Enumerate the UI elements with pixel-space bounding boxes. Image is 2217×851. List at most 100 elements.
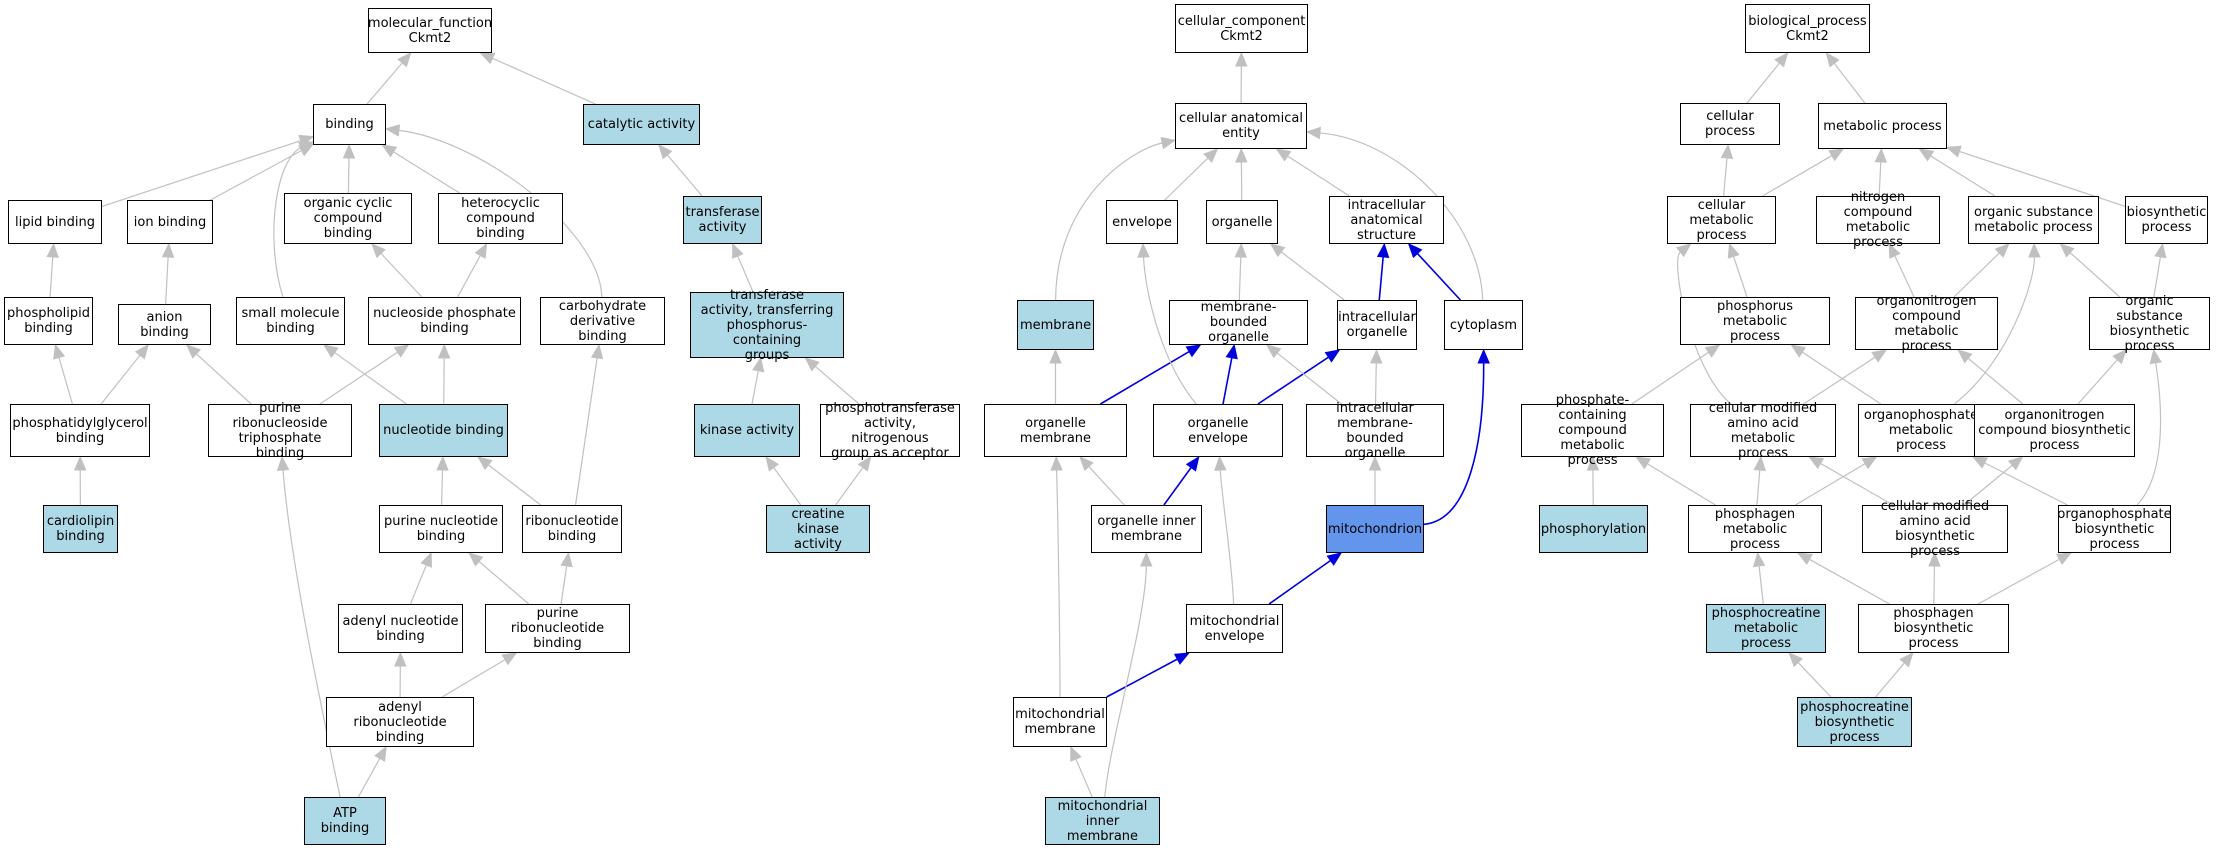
edge-org-subst-biosyn-to-org-subst-metab	[2059, 243, 2121, 298]
go-term-cell-anat[interactable]: cellular anatomical entity	[1175, 103, 1307, 149]
go-term-catalytic[interactable]: catalytic activity	[583, 104, 700, 145]
go-term-purine-nuc[interactable]: purine nucleotide binding	[379, 505, 503, 553]
go-term-organelle[interactable]: organelle	[1206, 200, 1278, 244]
go-term-ion-binding[interactable]: ion binding	[127, 200, 213, 244]
go-term-nitrogen-cmp[interactable]: nitrogen compound metabolic process	[1816, 190, 1940, 250]
go-term-intra-org[interactable]: intracellular organelle	[1337, 300, 1417, 350]
go-term-purine-ribonuc[interactable]: purine ribonucleotide binding	[485, 604, 630, 653]
go-term-creatine-kinase[interactable]: creatine kinase activity	[766, 505, 870, 553]
go-term-bp-root[interactable]: biological_process Ckmt2	[1745, 4, 1870, 53]
go-term-phosphotransferase[interactable]: phosphotransferase activity, nitrogenous…	[820, 401, 960, 461]
edge-org-cyclic-to-binding	[342, 143, 356, 194]
edge-phosphocreatine-biosyn-to-phosphagen-biosyn	[1875, 652, 1914, 698]
go-term-cell-mod-aa-metab[interactable]: cellular modified amino acid metabolic p…	[1690, 401, 1836, 461]
edge-cell-metab-to-metab-process	[1762, 148, 1845, 197]
edge-organelle-to-cell-anat	[1235, 147, 1248, 201]
go-term-phosphagen-metab[interactable]: phosphagen metabolic process	[1688, 505, 1822, 553]
edge-org-envelope-to-mem-bound-org	[1222, 343, 1238, 405]
edge-intra-org-to-organelle	[1269, 243, 1345, 301]
go-term-kinase[interactable]: kinase activity	[694, 404, 800, 457]
go-term-org-membrane[interactable]: organelle membrane	[984, 404, 1127, 457]
go-term-label: membrane-bounded organelle	[1200, 300, 1277, 345]
go-term-phosphocreatine-metab[interactable]: phosphocreatine metabolic process	[1706, 604, 1826, 653]
go-term-cell-metab[interactable]: cellular metabolic process	[1667, 196, 1776, 244]
go-term-transf-phos[interactable]: transferase activity, transferring phosp…	[690, 288, 844, 363]
edge-atp-to-pur-ribonucleoside-tp	[276, 455, 341, 798]
edge-anion-to-ion-binding	[161, 242, 175, 305]
go-term-ribonucleotide[interactable]: ribonucleotide binding	[522, 505, 622, 553]
go-term-label: carbohydrate derivative binding	[558, 298, 647, 344]
go-term-label: biological_process Ckmt2	[1748, 13, 1867, 44]
go-term-intra-mem-bound[interactable]: intracellular membrane-bounded organelle	[1306, 401, 1444, 461]
go-term-cytoplasm[interactable]: cytoplasm	[1444, 300, 1523, 350]
go-term-organophos-biosyn[interactable]: organophosphate biosynthetic process	[2057, 505, 2172, 553]
go-term-atp[interactable]: ATP binding	[304, 797, 386, 845]
go-term-label: organonitrogen compound metabolic proces…	[1876, 293, 1977, 354]
go-term-label: ribonucleotide binding	[525, 514, 619, 544]
go-term-cell-mod-aa-biosyn[interactable]: cellular modified amino acid biosyntheti…	[1862, 499, 2008, 559]
go-term-label: purine nucleotide binding	[384, 514, 498, 544]
edge-transf-phos-to-transferase	[732, 242, 754, 293]
go-term-label: transferase activity, transferring phosp…	[700, 287, 834, 363]
go-term-cardiolipin[interactable]: cardiolipin binding	[43, 505, 118, 553]
go-term-membrane[interactable]: membrane	[1017, 300, 1094, 350]
go-term-anion[interactable]: anion binding	[118, 304, 211, 345]
go-term-envelope[interactable]: envelope	[1106, 200, 1178, 244]
go-term-label: intracellular membrane-bounded organelle	[1336, 400, 1414, 461]
go-term-org-inner-mem[interactable]: organelle inner membrane	[1091, 505, 1202, 553]
go-term-label: nucleotide binding	[383, 423, 504, 438]
go-term-lipid-binding[interactable]: lipid binding	[8, 200, 102, 244]
edge-organophos-metab-to-phosphorus-metab	[1790, 344, 1882, 405]
go-term-phosphorylation[interactable]: phosphorylation	[1539, 505, 1648, 553]
go-term-label: intracellular anatomical structure	[1347, 197, 1426, 243]
go-term-organonitrogen-biosyn[interactable]: organonitrogen compound biosynthetic pro…	[1974, 404, 2135, 457]
go-term-mito-membrane[interactable]: mitochondrial membrane	[1013, 697, 1107, 747]
go-term-organophos-metab[interactable]: organophosphate metabolic process	[1858, 404, 1984, 457]
edge-adenyl-ribonuc-to-adenyl-nuc	[394, 651, 407, 698]
go-term-cell-process[interactable]: cellular process	[1680, 103, 1780, 145]
edge-nuc-phos-to-heterocyclic	[457, 242, 488, 298]
edge-ribonucleotide-to-carb-deriv	[574, 343, 604, 506]
go-term-org-subst-biosyn[interactable]: organic substance biosynthetic process	[2089, 294, 2210, 354]
edge-atp-to-adenyl-ribonuc	[357, 745, 387, 798]
edge-small-mol-to-binding	[273, 141, 315, 298]
go-term-adenyl-ribonuc[interactable]: adenyl ribonucleotide binding	[326, 697, 474, 747]
go-term-small-mol[interactable]: small molecule binding	[236, 297, 345, 345]
go-term-nuc-phos[interactable]: nucleoside phosphate binding	[368, 297, 521, 345]
go-term-mitochondrion[interactable]: mitochondrion	[1326, 505, 1424, 553]
go-term-metab-process[interactable]: metabolic process	[1818, 103, 1947, 149]
go-term-phos-containing[interactable]: phosphate-containing compound metabolic …	[1521, 393, 1664, 468]
go-term-mf-root[interactable]: molecular_function Ckmt2	[368, 8, 492, 53]
go-term-label: phosphatidylglycerol binding	[12, 415, 148, 446]
go-term-binding[interactable]: binding	[313, 104, 386, 145]
edge-org-inner-mem-to-org-envelope	[1163, 455, 1200, 506]
go-term-transferase[interactable]: transferase activity	[683, 196, 762, 244]
edge-phosphocreatine-biosyn-to-phosphocreatine-metab	[1788, 652, 1832, 698]
go-term-mito-inner-mem[interactable]: mitochondrial inner membrane	[1045, 797, 1160, 845]
go-term-adenyl-nuc[interactable]: adenyl nucleotide binding	[338, 604, 463, 653]
edge-phosphagen-biosyn-to-organophos-biosyn	[1977, 552, 2072, 605]
go-term-nucleotide[interactable]: nucleotide binding	[379, 404, 508, 457]
go-term-org-subst-metab[interactable]: organic substance metabolic process	[1968, 196, 2099, 244]
go-term-heterocyclic[interactable]: heterocyclic compound binding	[438, 193, 563, 244]
go-term-cc-root[interactable]: cellular_component Ckmt2	[1175, 4, 1308, 53]
go-term-organonitrogen-metab[interactable]: organonitrogen compound metabolic proces…	[1855, 294, 1998, 354]
go-term-phosphagen-biosyn[interactable]: phosphagen biosynthetic process	[1858, 604, 2009, 653]
edge-purine-ribonuc-to-purine-nuc	[468, 552, 530, 605]
go-term-carb-deriv[interactable]: carbohydrate derivative binding	[540, 297, 665, 345]
go-term-mem-bound-org[interactable]: membrane-bounded organelle	[1169, 300, 1308, 345]
go-term-biosynthetic[interactable]: biosynthetic process	[2125, 196, 2208, 244]
go-term-phospholipid[interactable]: phospholipid binding	[4, 297, 93, 345]
go-term-phosphatidylglycerol[interactable]: phosphatidylglycerol binding	[10, 404, 150, 457]
edge-nucleotide-to-small-mol	[322, 344, 407, 405]
go-term-phosphorus-metab[interactable]: phosphorus metabolic process	[1680, 297, 1830, 345]
go-term-mito-envelope[interactable]: mitochondrial envelope	[1186, 604, 1283, 653]
go-term-pur-ribonucleoside-tp[interactable]: purine ribonucleoside triphosphate bindi…	[208, 401, 352, 461]
go-term-intra-anat[interactable]: intracellular anatomical structure	[1329, 196, 1444, 244]
go-term-org-envelope[interactable]: organelle envelope	[1153, 404, 1283, 457]
edge-org-membrane-to-mem-bound-org	[1099, 344, 1202, 405]
edge-phos-containing-to-phosphorus-metab	[1631, 344, 1721, 405]
go-term-phosphocreatine-biosyn[interactable]: phosphocreatine biosynthetic process	[1797, 697, 1912, 747]
go-term-org-cyclic[interactable]: organic cyclic compound binding	[284, 193, 412, 244]
edge-phosphagen-biosyn-to-phosphagen-metab	[1796, 552, 1890, 605]
